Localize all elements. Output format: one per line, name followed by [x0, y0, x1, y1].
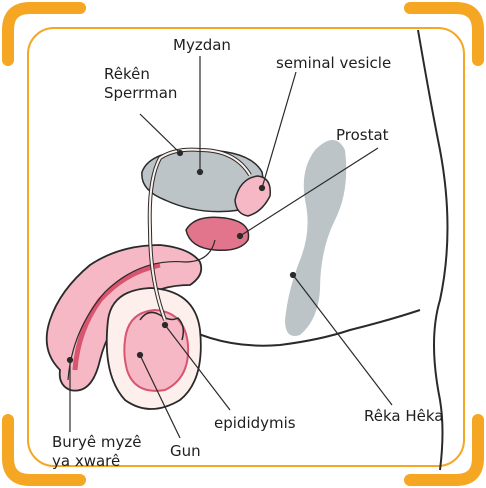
label-urethra-1: Buryê myzê — [52, 433, 141, 451]
corner-top-left — [8, 8, 80, 60]
label-vas-deferens-1: Rêkên — [104, 65, 150, 83]
corner-top-right — [410, 8, 478, 60]
dot-epididymis — [163, 323, 168, 328]
label-vas-deferens-2: Sperrman — [104, 84, 177, 102]
dot-vas — [178, 151, 183, 156]
corner-bottom-right — [410, 420, 478, 480]
inner-frame — [28, 28, 464, 466]
label-rectum: Rêka Hêka — [364, 407, 443, 425]
label-urethra-2: ya xwarê — [52, 452, 120, 470]
dot-prostate — [238, 234, 243, 239]
leader-vesicle — [262, 72, 296, 188]
leader-vas — [140, 114, 180, 153]
label-testis: Gun — [170, 442, 201, 460]
dot-testis — [138, 353, 143, 358]
label-epididymis: epididymis — [214, 414, 296, 432]
testis-organ — [124, 310, 188, 391]
label-prostate: Prostat — [336, 126, 389, 144]
dot-vesicle — [260, 186, 265, 191]
dot-urethra — [68, 358, 73, 363]
rectum-organ — [285, 140, 346, 336]
label-seminal-vesicle: seminal vesicle — [276, 54, 391, 72]
dot-bladder — [198, 170, 203, 175]
label-bladder: Myzdan — [173, 36, 231, 54]
body-outline — [418, 30, 448, 470]
dot-rectum — [291, 273, 296, 278]
